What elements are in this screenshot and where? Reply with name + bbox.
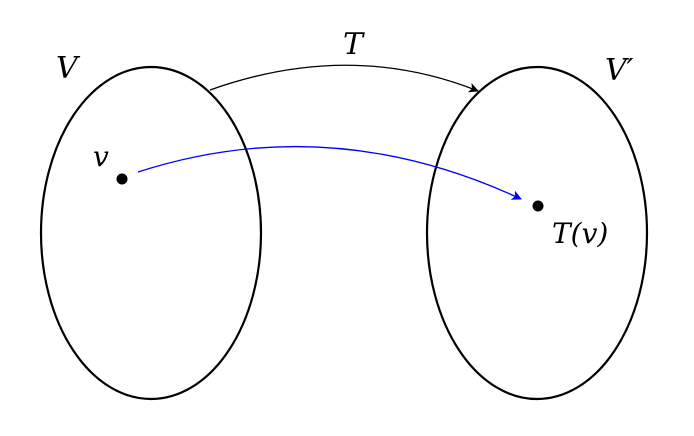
image-point	[532, 200, 544, 212]
element-label: v	[93, 140, 109, 173]
map-label: T	[343, 27, 365, 62]
element-arrow	[137, 145, 522, 200]
codomain-label: V′	[605, 53, 634, 88]
domain-set-ellipse	[39, 65, 263, 401]
map-arrow	[209, 64, 479, 93]
element-point	[116, 173, 128, 185]
image-label: T(v)	[552, 217, 608, 250]
codomain-set-ellipse	[425, 65, 649, 401]
domain-label: V	[56, 51, 81, 86]
